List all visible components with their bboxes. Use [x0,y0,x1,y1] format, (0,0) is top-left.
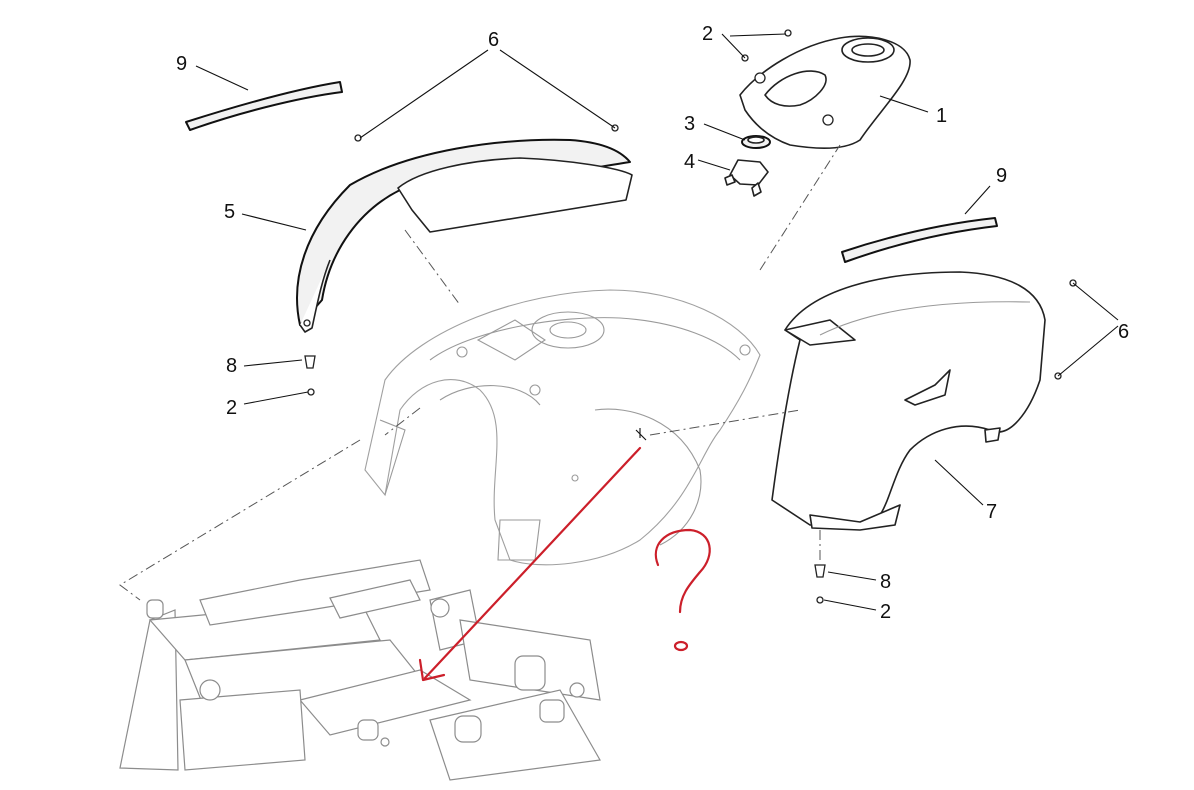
callout-2-left: 2 [226,397,237,419]
callout-8-right: 8 [880,571,891,593]
red-annotation [418,446,711,682]
leader-lines [195,33,1119,611]
motorcycle-frame [119,559,601,781]
red-arrow-head [418,658,446,682]
callout-6-right: 6 [1118,321,1129,343]
callout-labels: 9 6 2 1 3 4 5 9 6 8 2 7 8 2 [176,23,1129,623]
callout-2-right: 2 [880,601,891,623]
part-4-bracket [724,159,769,197]
callout-1: 1 [936,105,947,127]
callout-5: 5 [224,201,235,223]
callout-8-left: 8 [226,355,237,377]
callout-4: 4 [684,151,695,173]
callout-7: 7 [986,501,997,523]
callout-6-top: 6 [488,29,499,51]
callout-3: 3 [684,113,695,135]
part-9-trim-strip-left [185,81,343,131]
callout-9-left: 9 [176,53,187,75]
callout-9-right: 9 [996,165,1007,187]
part-5-left-cover [296,138,633,333]
fuel-tank-body [364,289,761,566]
part-7-right-cover [771,271,1046,531]
part-3-seal [741,135,771,149]
red-question-dot [673,640,689,652]
part-1-top-cover [739,35,911,150]
red-arrow-line [423,446,642,680]
callout-2-top: 2 [702,23,713,45]
red-question-mark [654,528,711,614]
assembly-lines [119,144,841,601]
part-9-trim-strip-right [841,217,998,263]
